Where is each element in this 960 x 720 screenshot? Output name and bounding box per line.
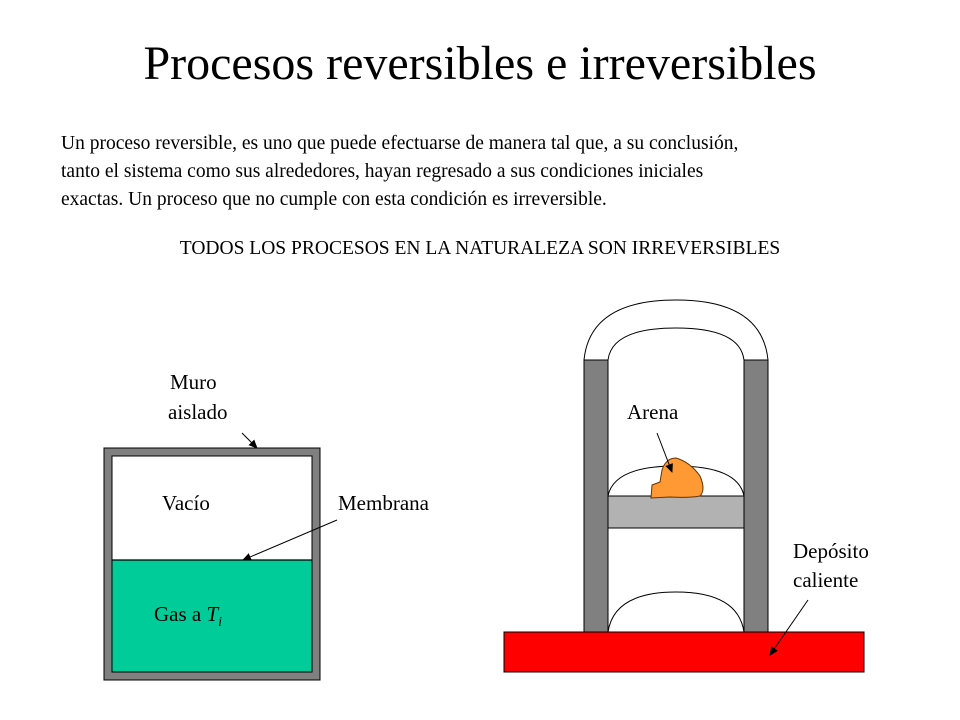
label-membrane: Membrana [338, 491, 430, 515]
piston-cylinder-diagram: Arena Depósito caliente [503, 299, 869, 673]
reservoir-arrow-icon [769, 599, 809, 656]
wall-arrow-icon [241, 432, 258, 449]
cylinder-wall-left [583, 359, 609, 633]
gas-region [111, 559, 313, 673]
free-expansion-diagram: Muro aislado Vacío Membrana Gas a Ti [103, 370, 430, 681]
label-reservoir-1: Depósito [793, 539, 869, 563]
irreversible-statement: TODOS LOS PROCESOS EN LA NATURALEZA SON … [179, 238, 781, 259]
sand-arrow-icon [656, 432, 673, 473]
label-vacuum: Vacío [162, 491, 210, 515]
gas-dome-lower [607, 591, 745, 633]
cylinder-wall-right [743, 359, 769, 633]
slide-title: Procesos reversibles e irreversibles [143, 37, 817, 90]
label-reservoir-2: caliente [793, 568, 858, 592]
paragraph-line: tanto el sistema como sus alrededores, h… [61, 161, 704, 182]
label-wall-1: Muro [170, 370, 217, 394]
label-gas: Gas a Ti [154, 602, 222, 630]
membrane-arrow-icon [242, 519, 338, 561]
label-wall-2: aislado [168, 400, 227, 424]
definition-paragraph: Un proceso reversible, es uno que puede … [61, 130, 911, 214]
sand-pile [650, 457, 704, 499]
cylinder-cap [583, 299, 769, 361]
paragraph-line: exactas. Un proceso que no cumple con es… [61, 189, 607, 210]
label-sand: Arena [627, 400, 679, 424]
vacuum-region [111, 455, 313, 561]
paragraph-line: Un proceso reversible, es uno que puede … [61, 133, 739, 154]
piston [607, 495, 745, 529]
hot-reservoir [503, 631, 865, 673]
